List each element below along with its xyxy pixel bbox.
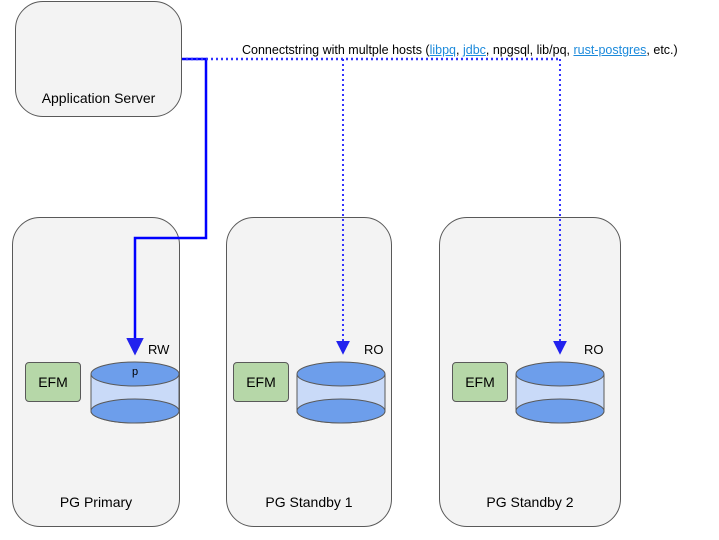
libpq-link[interactable]: libpq xyxy=(429,43,457,57)
app-server-box: Application Server xyxy=(15,1,182,117)
caption-mid: , npgsql, lib/pq, xyxy=(485,43,574,57)
efm-standby1-label: EFM xyxy=(246,374,276,390)
caption-sep1: , xyxy=(456,43,463,57)
pg-primary-label: PG Primary xyxy=(59,494,133,510)
efm-standby2-label: EFM xyxy=(465,374,495,390)
standby1-mode-tag: RO xyxy=(364,342,384,357)
caption-prefix: Connectstring with multple hosts ( xyxy=(242,43,430,57)
efm-standby1: EFM xyxy=(233,362,289,402)
pg-standby2-label: PG Standby 2 xyxy=(486,494,574,510)
standby2-mode-tag: RO xyxy=(584,342,604,357)
jdbc-link[interactable]: jdbc xyxy=(462,43,486,57)
primary-db-letter: p xyxy=(132,366,139,378)
app-server-label: Application Server xyxy=(41,90,156,106)
caption-suffix: , etc.) xyxy=(646,43,678,57)
pg-standby1-label: PG Standby 1 xyxy=(265,494,353,510)
primary-mode-tag: RW xyxy=(148,342,170,357)
database-cylinder-standby1 xyxy=(296,361,386,424)
connection-string-caption: Connectstring with multple hosts (libpq,… xyxy=(242,43,678,57)
efm-primary-label: EFM xyxy=(38,374,68,390)
database-cylinder-standby2 xyxy=(515,361,605,424)
efm-standby2: EFM xyxy=(452,362,508,402)
efm-primary: EFM xyxy=(25,362,81,402)
rust-postgres-link[interactable]: rust-postgres xyxy=(573,43,647,57)
primary-connection-line xyxy=(126,57,208,356)
database-cylinder-primary xyxy=(90,361,180,424)
